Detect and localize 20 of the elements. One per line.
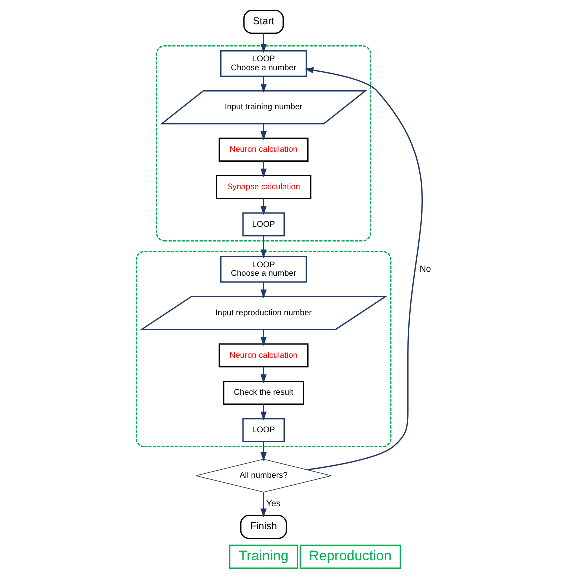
arrow: [260, 492, 267, 518]
arrow: [260, 330, 267, 346]
arrow: [260, 404, 267, 421]
arrow: [260, 282, 267, 299]
arrow: [260, 76, 267, 93]
node-box: Reproduction: [300, 544, 402, 569]
arrow: [260, 124, 267, 140]
arrow: [260, 367, 267, 384]
node-box: Finish: [240, 515, 288, 540]
arrow: [260, 161, 267, 178]
edge-label: Yes: [266, 498, 281, 508]
arrow: [260, 236, 267, 259]
node-box: Training: [229, 544, 298, 569]
edge-label: No: [420, 264, 432, 274]
node-box: Start: [244, 10, 284, 34]
cluster: [136, 251, 392, 448]
arrow: [260, 198, 267, 216]
arrow: [260, 442, 267, 462]
arrow: [304, 67, 423, 471]
arrow: [260, 34, 267, 54]
